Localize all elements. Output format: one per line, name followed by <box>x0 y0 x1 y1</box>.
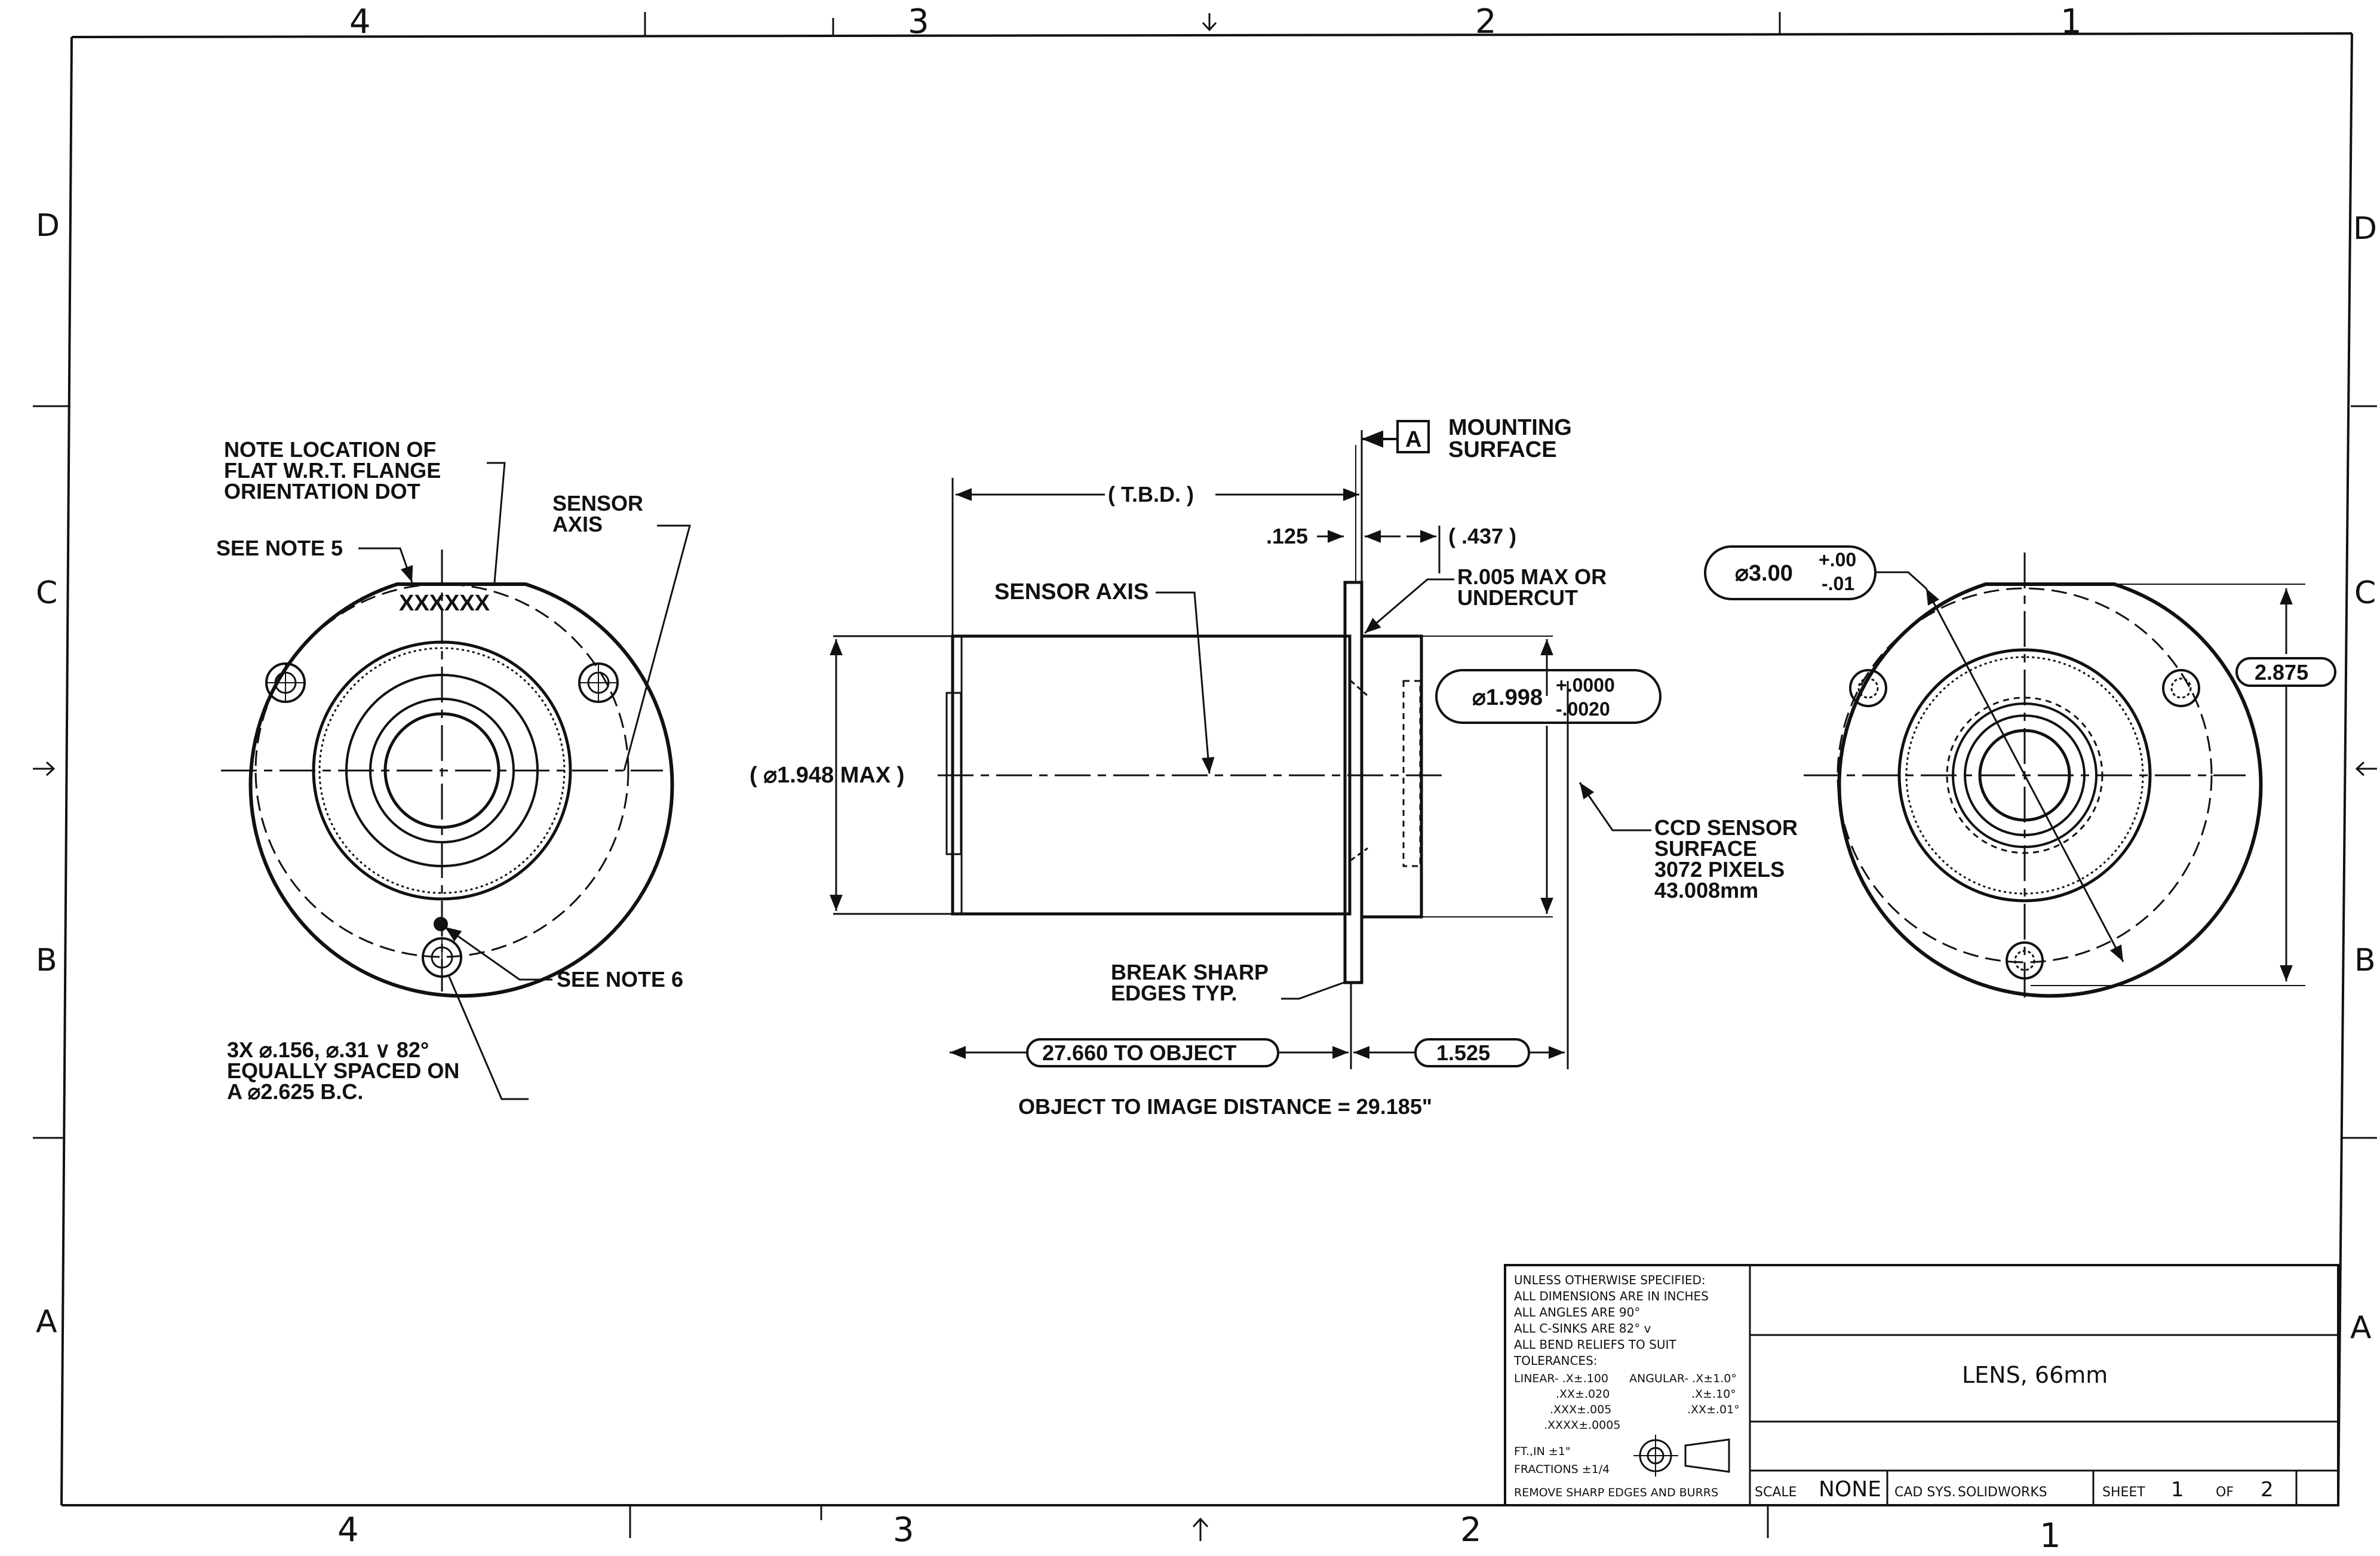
see-note-6: SEE NOTE 6 <box>557 967 683 992</box>
zone-col-1-bottom: 1 <box>2040 1517 2061 1555</box>
tb-angular-x: .X±.10° <box>1691 1388 1736 1401</box>
dim-1998-tol-plus: +.0000 <box>1556 674 1615 696</box>
tb-note-1: UNLESS OTHERWISE SPECIFIED: <box>1514 1273 1706 1287</box>
tb-scale-value: NONE <box>1819 1477 1881 1502</box>
dim-dia-1998: ⌀1.998 <box>1472 685 1543 710</box>
tb-linear-xxx: .XXX±.005 <box>1550 1403 1611 1416</box>
break-edges-line1: BREAK SHARP <box>1111 960 1269 984</box>
dim-300-tol-minus: -.01 <box>1822 573 1854 594</box>
tb-sheet-label: SHEET <box>2102 1485 2145 1500</box>
object-image-distance: OBJECT TO IMAGE DISTANCE = 29.185" <box>1018 1094 1432 1119</box>
zone-row-c-left: C <box>36 575 57 611</box>
dim-1998-tol-minus: -.0020 <box>1556 698 1610 720</box>
dim-tbd: ( T.B.D. ) <box>1108 482 1194 507</box>
tb-linear-xx: .XX±.020 <box>1556 1388 1610 1401</box>
zone-row-b-right: B <box>2354 943 2376 978</box>
note-flat-line1: NOTE LOCATION OF <box>224 437 436 462</box>
sheet-border <box>33 12 2377 1541</box>
zone-col-2-bottom: 2 <box>1460 1511 1482 1549</box>
tb-ft-in: FT.,IN ±1" <box>1514 1445 1571 1458</box>
break-edges-line2: EDGES TYP. <box>1111 981 1237 1005</box>
zone-col-3-bottom: 3 <box>893 1511 914 1549</box>
note-flat-line3: ORIENTATION DOT <box>224 479 420 504</box>
mounting-label-line1: MOUNTING <box>1448 415 1572 440</box>
dim-2875: 2.875 <box>2255 660 2308 685</box>
right-flange-view: ⌀3.00 +.00 -.01 2.875 <box>1704 545 2336 998</box>
zone-row-b-left: B <box>36 943 57 978</box>
zone-labels: 4 3 2 1 4 3 2 1 D C B A D C B A <box>36 2 2377 1555</box>
tb-note-3: ALL ANGLES ARE 90° <box>1514 1305 1640 1319</box>
tb-sheet-total: 2 <box>2261 1478 2274 1502</box>
tb-angular-xx: .XX±.01° <box>1687 1403 1740 1416</box>
datum-a-letter: A <box>1405 427 1421 452</box>
zone-col-3-top: 3 <box>908 2 929 41</box>
dim-437: ( .437 ) <box>1448 524 1516 548</box>
tb-fractions: FRACTIONS ±1/4 <box>1514 1463 1610 1476</box>
dim-125: .125 <box>1266 524 1308 548</box>
dim-dia-1948: ( ⌀1.948 MAX ) <box>750 763 904 788</box>
note-flat-line2: FLAT W.R.T. FLANGE <box>224 458 441 483</box>
dim-dia-300: ⌀3.00 <box>1735 561 1793 586</box>
tb-linear-xxxx: .XXXX±.0005 <box>1544 1419 1620 1432</box>
zone-row-d-right: D <box>2353 211 2377 247</box>
tb-remove-edges: REMOVE SHARP EDGES AND BURRS <box>1514 1486 1718 1499</box>
tb-angular-label: ANGULAR- .X±1.0° <box>1629 1372 1737 1385</box>
holes-note-line2: EQUALLY SPACED ON <box>227 1058 459 1083</box>
part-marking: XXXXXX <box>399 591 490 616</box>
sensor-axis-label-line1: SENSOR <box>552 491 643 515</box>
ccd-note-line2: SURFACE <box>1654 836 1757 861</box>
radius-note-line1: R.005 MAX OR <box>1457 564 1607 589</box>
zone-col-4-top: 4 <box>349 2 371 41</box>
tb-note-6: TOLERANCES: <box>1513 1354 1598 1368</box>
side-sensor-axis-label: SENSOR AXIS <box>994 579 1148 604</box>
tb-linear-label: LINEAR- .X±.100 <box>1514 1372 1608 1385</box>
tb-note-2: ALL DIMENSIONS ARE IN INCHES <box>1514 1289 1709 1303</box>
tb-title: LENS, 66mm <box>1962 1362 2108 1388</box>
sensor-axis-label-line2: AXIS <box>552 512 603 536</box>
holes-note-line3: A ⌀2.625 B.C. <box>227 1079 363 1104</box>
zone-col-4-bottom: 4 <box>337 1511 359 1549</box>
side-view: A MOUNTING SURFACE ( T.B.D. ) .125 ( .43… <box>750 415 1798 1119</box>
dim-to-object: 27.660 TO OBJECT <box>1042 1041 1236 1065</box>
see-note-5: SEE NOTE 5 <box>216 536 343 560</box>
tb-sheet-number: 1 <box>2171 1478 2184 1502</box>
zone-col-1-top: 1 <box>2060 2 2082 41</box>
tb-cad-value: SOLIDWORKS <box>1958 1485 2047 1500</box>
dim-1525: 1.525 <box>1436 1041 1490 1065</box>
title-block: UNLESS OTHERWISE SPECIFIED: ALL DIMENSIO… <box>1504 1264 2339 1506</box>
dim-300-tol-plus: +.00 <box>1819 549 1856 570</box>
tb-cad-label: CAD SYS. <box>1894 1485 1956 1500</box>
ccd-note-line1: CCD SENSOR <box>1654 815 1798 840</box>
holes-note-line1: 3X ⌀.156, ⌀.31 ∨ 82° <box>227 1038 429 1062</box>
third-angle-projection-icon <box>1633 1435 1730 1477</box>
zone-row-d-left: D <box>36 208 60 244</box>
zone-row-c-right: C <box>2354 575 2376 611</box>
zone-row-a-right: A <box>2350 1310 2372 1346</box>
orientation-dot <box>434 917 448 931</box>
zone-row-a-left: A <box>36 1304 57 1340</box>
mounting-label-line2: SURFACE <box>1448 437 1557 462</box>
tb-note-4: ALL C-SINKS ARE 82° v <box>1514 1321 1651 1336</box>
tb-scale-label: SCALE <box>1755 1485 1797 1500</box>
zone-col-2-top: 2 <box>1475 2 1497 41</box>
left-flange-view: NOTE LOCATION OF FLAT W.R.T. FLANGE ORIE… <box>216 437 691 1104</box>
ccd-note-line3: 3072 PIXELS <box>1654 857 1785 882</box>
tb-of-label: OF <box>2216 1485 2234 1500</box>
tb-note-5: ALL BEND RELIEFS TO SUIT <box>1514 1337 1676 1352</box>
radius-note-line2: UNDERCUT <box>1457 585 1578 610</box>
ccd-note-line4: 43.008mm <box>1654 878 1758 903</box>
